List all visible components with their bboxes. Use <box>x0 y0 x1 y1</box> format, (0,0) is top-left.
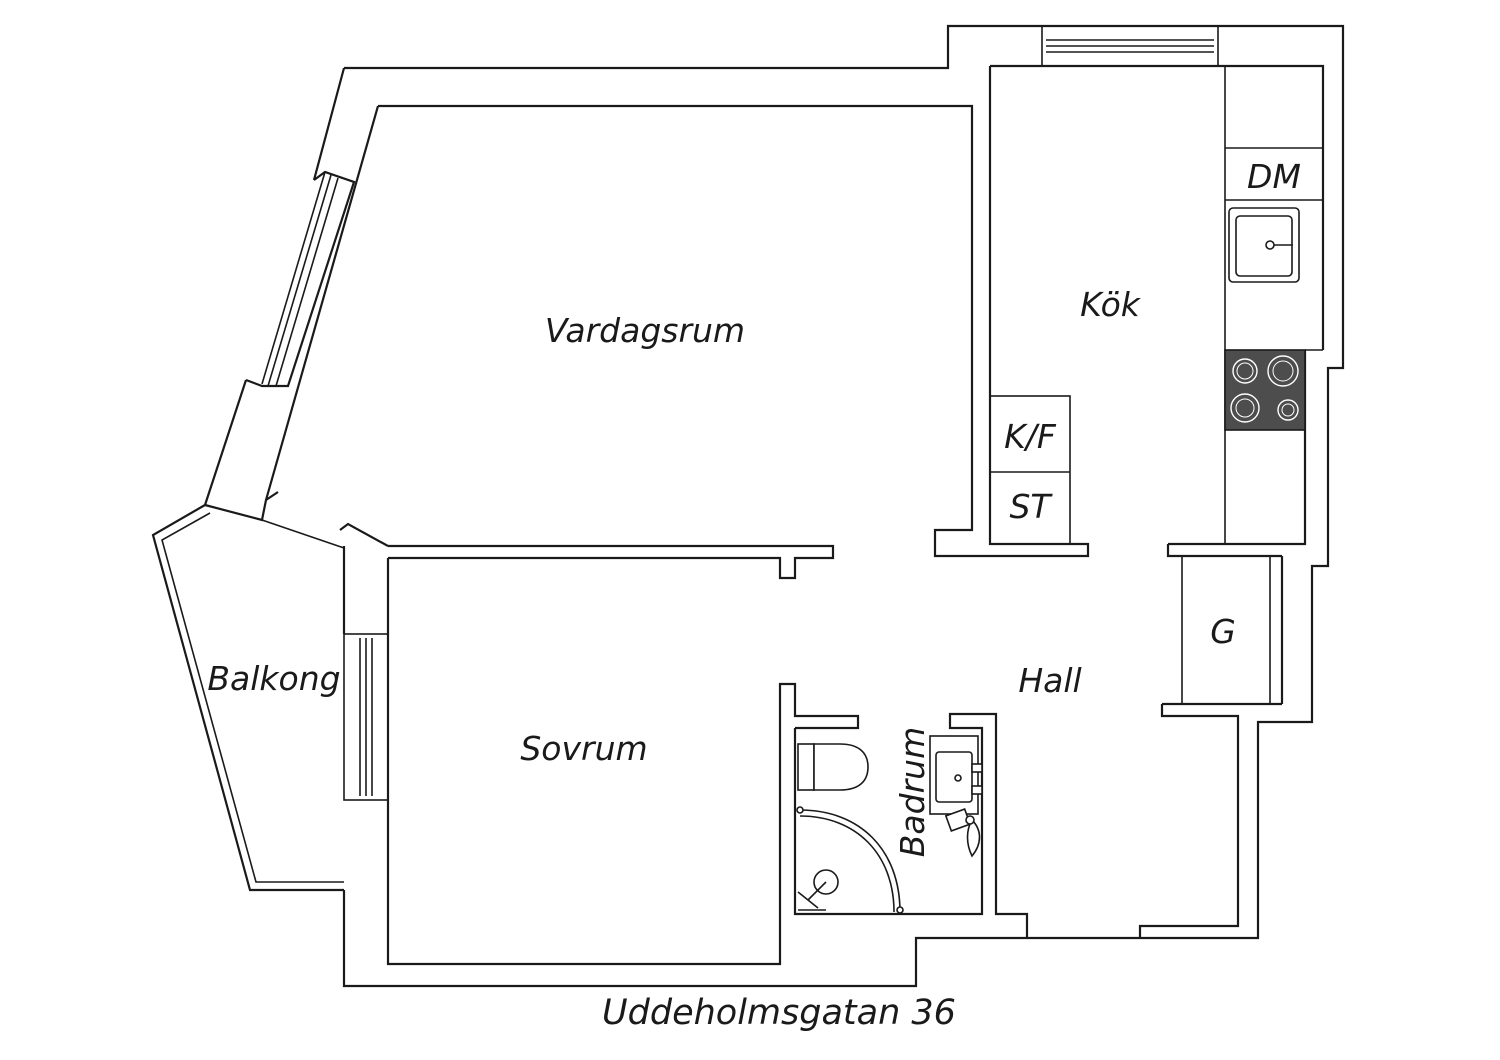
shower-icon <box>796 806 904 914</box>
label-st: ST <box>1009 487 1053 526</box>
wardrobe <box>1138 555 1284 938</box>
room-label-hall: Hall <box>1018 661 1081 700</box>
bedroom <box>386 558 860 966</box>
room-label-vardagsrum: Vardagsrum <box>545 311 745 350</box>
room-label-badrum: Badrum <box>893 727 932 857</box>
living-room <box>264 104 990 580</box>
stove-icon <box>1224 349 1306 431</box>
bathroom-sink-icon <box>929 735 983 815</box>
label-kf: K/F <box>1004 417 1057 456</box>
bathroom <box>793 712 1029 938</box>
room-label-balkong: Balkong <box>207 659 340 698</box>
balcony-outline <box>151 504 345 892</box>
label-dm: DM <box>1247 157 1301 196</box>
faucet-icon <box>944 808 981 858</box>
address-label: Uddeholmsgatan 36 <box>602 993 956 1033</box>
bedroom-window <box>343 633 389 801</box>
toilet-icon <box>797 743 869 791</box>
label-g: G <box>1210 612 1236 651</box>
kitchen-sink-icon <box>1228 207 1300 283</box>
fridge-freezer-unit <box>989 395 1071 545</box>
kitchen <box>988 64 1325 558</box>
room-label-kok: Kök <box>1080 285 1142 324</box>
kitchen-window <box>1041 25 1219 67</box>
outer-wall <box>203 24 1345 988</box>
living-room-window <box>245 170 356 388</box>
room-label-sovrum: Sovrum <box>520 729 647 768</box>
